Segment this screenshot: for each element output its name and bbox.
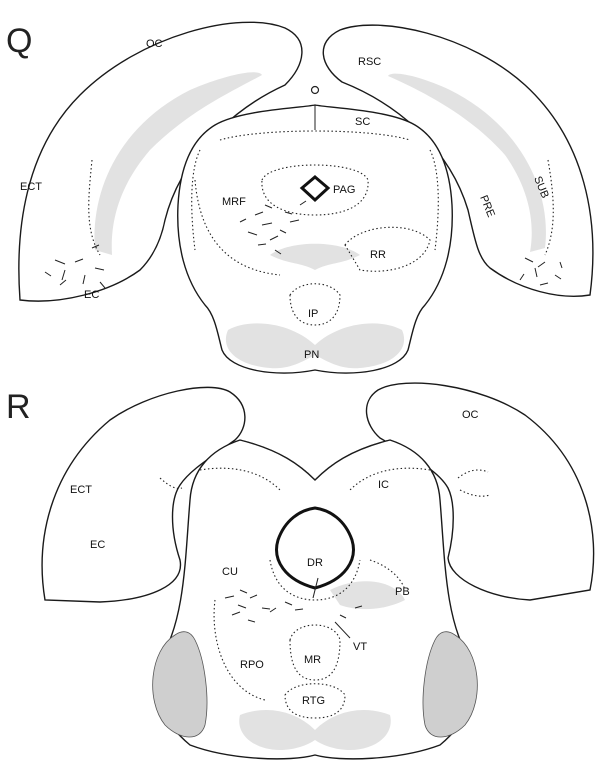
r-label-oc: OC bbox=[462, 409, 479, 421]
r-label-vt: VT bbox=[353, 641, 367, 653]
r-label-mr: MR bbox=[304, 654, 321, 666]
q-label-pag: PAG bbox=[333, 184, 355, 196]
r-label-ic: IC bbox=[378, 479, 389, 491]
q-label-rr: RR bbox=[370, 249, 386, 261]
q-brainstem-outline bbox=[178, 105, 453, 373]
r-label-cu: CU bbox=[222, 566, 238, 578]
q-label-oc: OC bbox=[146, 38, 163, 50]
panel-r: R OC IC ECT EC bbox=[6, 383, 594, 759]
panel-r-letter: R bbox=[6, 388, 31, 426]
r-label-ec: EC bbox=[90, 539, 105, 551]
q-label-sc: SC bbox=[355, 116, 370, 128]
panel-q-letter: Q bbox=[6, 22, 32, 60]
q-label-mrf: MRF bbox=[222, 196, 246, 208]
r-label-dr: DR bbox=[307, 557, 323, 569]
r-label-pb: PB bbox=[395, 586, 410, 598]
panel-q: Q OC RSC SC PAG M bbox=[6, 22, 593, 373]
q-aqueduct-small bbox=[312, 87, 319, 94]
q-label-ec: EC bbox=[84, 289, 99, 301]
q-label-ect: ECT bbox=[20, 181, 42, 193]
r-label-rpo: RPO bbox=[240, 659, 264, 671]
r-label-ect: ECT bbox=[70, 484, 92, 496]
q-label-ip: IP bbox=[308, 308, 318, 320]
q-label-pn: PN bbox=[304, 349, 319, 361]
r-label-rtg: RTG bbox=[302, 695, 325, 707]
q-label-rsc: RSC bbox=[358, 56, 381, 68]
